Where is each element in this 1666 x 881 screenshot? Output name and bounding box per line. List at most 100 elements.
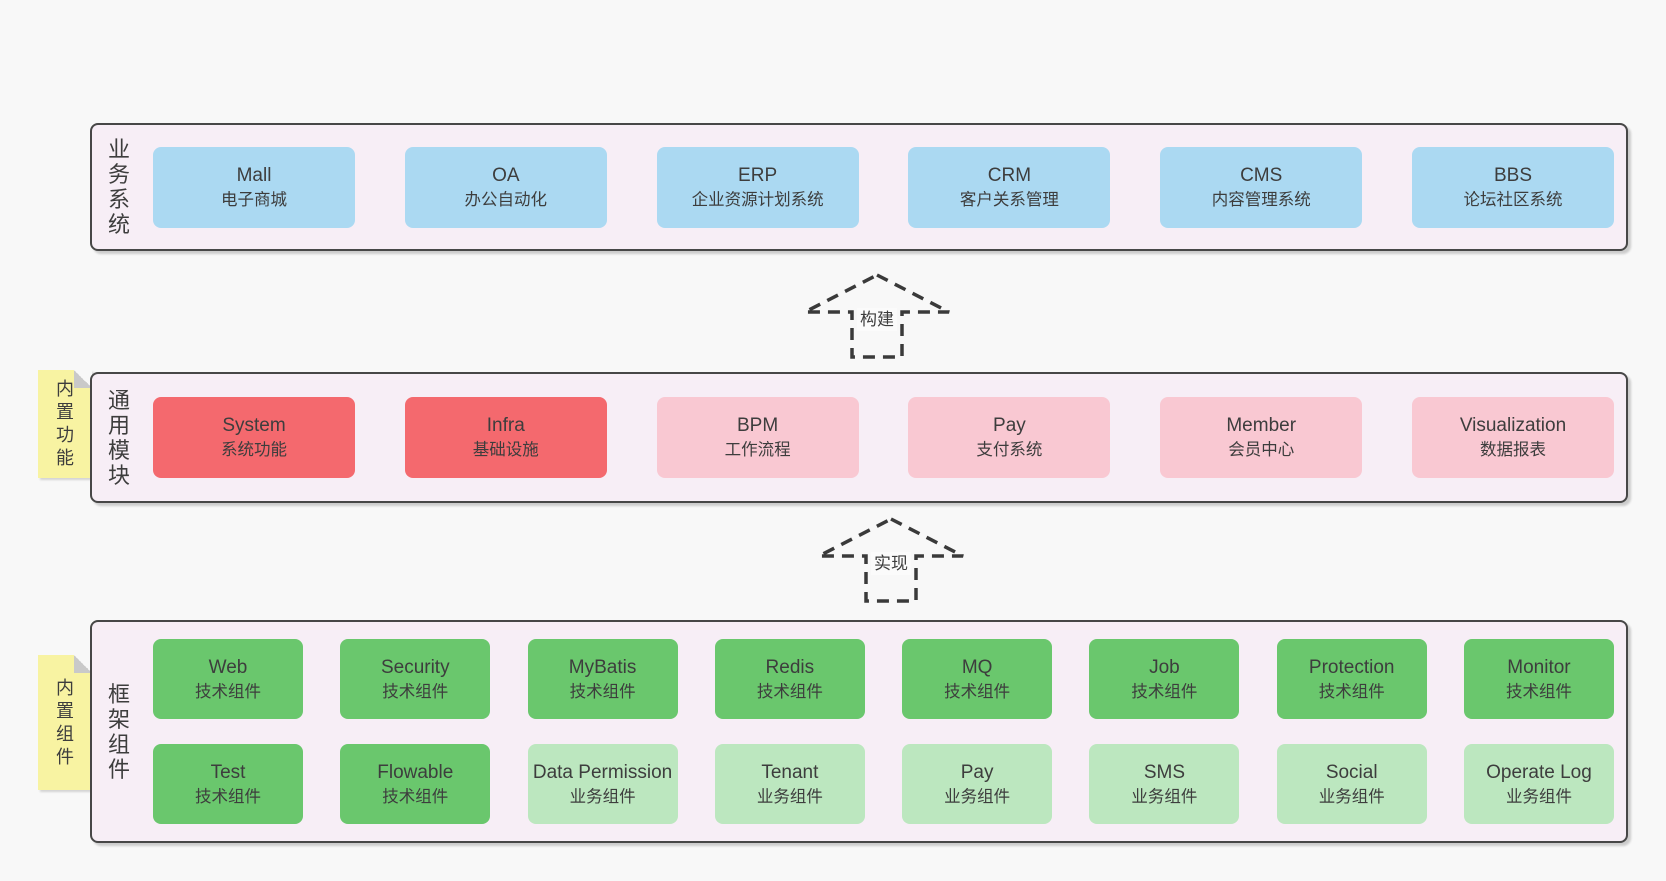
box-title-zh: 业务组件 [756,787,823,806]
box-cms: CMS 内容管理系统 [1160,146,1363,228]
box-title-zh: 技术组件 [756,682,823,701]
box-system: System 系统功能 [153,397,355,478]
box-sms: SMS 业务组件 [1089,744,1240,824]
box-title-zh: 技术组件 [1131,682,1198,701]
box-title-zh: 技术组件 [1318,682,1385,701]
box-title-zh: 业务组件 [944,787,1011,806]
box-operate-log: Operate Log 业务组件 [1463,744,1614,824]
box-mybatis: MyBatis 技术组件 [527,639,678,719]
layer-business-systems: 业务系统 Mall 电子商城 OA 办公自动化 ERP 企业资源计划系统 CRM… [90,123,1628,251]
box-web: Web 技术组件 [153,639,303,719]
sticky-note-text: 内置功能 [56,379,74,468]
box-title-en: Web [208,656,248,678]
box-title-en: Monitor [1507,656,1571,678]
box-title-zh: 会员中心 [1228,441,1295,459]
box-redis: Redis 技术组件 [714,639,865,719]
box-title-zh: 技术组件 [382,682,449,701]
box-title-en: MyBatis [568,656,637,678]
box-title-zh: 技术组件 [944,682,1011,701]
box-title-en: Infra [486,415,525,436]
box-flowable: Flowable 技术组件 [340,744,491,824]
box-title-en: Flowable [377,761,454,783]
box-title-zh: 业务组件 [1505,787,1572,806]
box-title-en: Pay [993,415,1026,436]
box-title-en: Social [1325,761,1378,783]
box-data-permission: Data Permission 业务组件 [527,744,678,824]
biz-components-row: Test 技术组件 Flowable 技术组件 Data Permission … [153,744,1614,824]
box-pay-biz: Pay 业务组件 [902,744,1053,824]
box-title-en: BBS [1493,164,1532,186]
sticky-note-builtin-features: 内置功能 [38,370,92,478]
box-title-en: Data Permission [532,761,673,783]
box-title-zh: 技术组件 [569,682,636,701]
box-title-zh: 业务组件 [1131,787,1198,806]
box-title-zh: 办公自动化 [464,190,548,209]
box-title-en: Mall [236,164,272,186]
layer-label: 框架组件 [107,681,130,782]
box-pay: Pay 支付系统 [908,397,1111,478]
box-visualization: Visualization 数据报表 [1411,397,1614,478]
sticky-note-builtin-components: 内置组件 [38,655,92,790]
box-title-zh: 电子商城 [221,190,287,209]
folded-corner-icon [74,370,92,388]
box-security: Security 技术组件 [340,639,491,719]
box-title-zh: 企业资源计划系统 [691,190,824,209]
box-title-zh: 客户关系管理 [959,190,1059,209]
box-social: Social 业务组件 [1276,744,1427,824]
box-title-zh: 业务组件 [569,787,636,806]
box-title-en: Security [380,656,450,678]
box-title-en: Operate Log [1486,761,1592,783]
box-tenant: Tenant 业务组件 [714,744,865,824]
box-mall: Mall 电子商城 [153,146,355,228]
box-title-en: CRM [987,164,1032,186]
box-title-zh: 支付系统 [976,441,1043,459]
box-title-zh: 论坛社区系统 [1463,190,1563,209]
box-title-en: Job [1149,656,1180,678]
box-oa: OA 办公自动化 [404,146,607,228]
box-title-en: Protection [1308,656,1395,678]
box-monitor: Monitor 技术组件 [1463,639,1614,719]
box-title-en: MQ [961,656,993,678]
box-erp: ERP 企业资源计划系统 [656,146,859,228]
layer-common-modules: 通用模块 System 系统功能 Infra 基础设施 BPM 工作流程 Pay… [90,372,1628,503]
tech-components-row: Web 技术组件 Security 技术组件 MyBatis 技术组件 Redi… [153,639,1614,719]
layer-label: 通用模块 [107,387,130,488]
box-bbs: BBS 论坛社区系统 [1411,146,1614,228]
box-title-zh: 技术组件 [382,787,449,806]
box-member: Member 会员中心 [1160,397,1363,478]
layer-label: 业务系统 [107,137,130,237]
box-protection: Protection 技术组件 [1276,639,1427,719]
box-title-zh: 工作流程 [724,441,791,459]
box-title-zh: 基础设施 [472,441,539,459]
box-title-en: OA [492,164,520,186]
box-title-zh: 数据报表 [1479,441,1546,459]
box-title-en: Pay [960,761,994,783]
arrow-implement: 实现 [816,516,966,604]
box-job: Job 技术组件 [1089,639,1240,719]
layer-framework-components: 框架组件 Web 技术组件 Security 技术组件 MyBatis 技术组件… [90,620,1628,843]
box-title-zh: 技术组件 [195,787,261,806]
sticky-note-text: 内置组件 [56,677,74,767]
box-title-en: Visualization [1459,415,1567,436]
box-title-en: Member [1226,415,1297,436]
arrow-label: 实现 [871,552,911,575]
box-title-en: CMS [1240,164,1283,186]
box-title-zh: 系统功能 [221,441,287,459]
box-title-en: System [222,415,286,436]
folded-corner-icon [74,655,92,673]
box-infra: Infra 基础设施 [404,397,607,478]
box-title-en: SMS [1143,761,1185,783]
business-systems-row: Mall 电子商城 OA 办公自动化 ERP 企业资源计划系统 CRM 客户关系… [153,146,1614,228]
box-title-zh: 内容管理系统 [1211,190,1311,209]
arrow-label: 构建 [857,308,897,331]
box-title-en: ERP [738,164,778,186]
box-test: Test 技术组件 [153,744,303,824]
box-title-en: BPM [737,415,779,436]
arrow-build: 构建 [802,272,952,360]
box-title-en: Test [210,761,246,783]
box-title-zh: 技术组件 [1505,682,1572,701]
box-title-en: Tenant [761,761,819,783]
box-bpm: BPM 工作流程 [656,397,859,478]
box-crm: CRM 客户关系管理 [908,146,1111,228]
box-title-en: Redis [765,656,815,678]
